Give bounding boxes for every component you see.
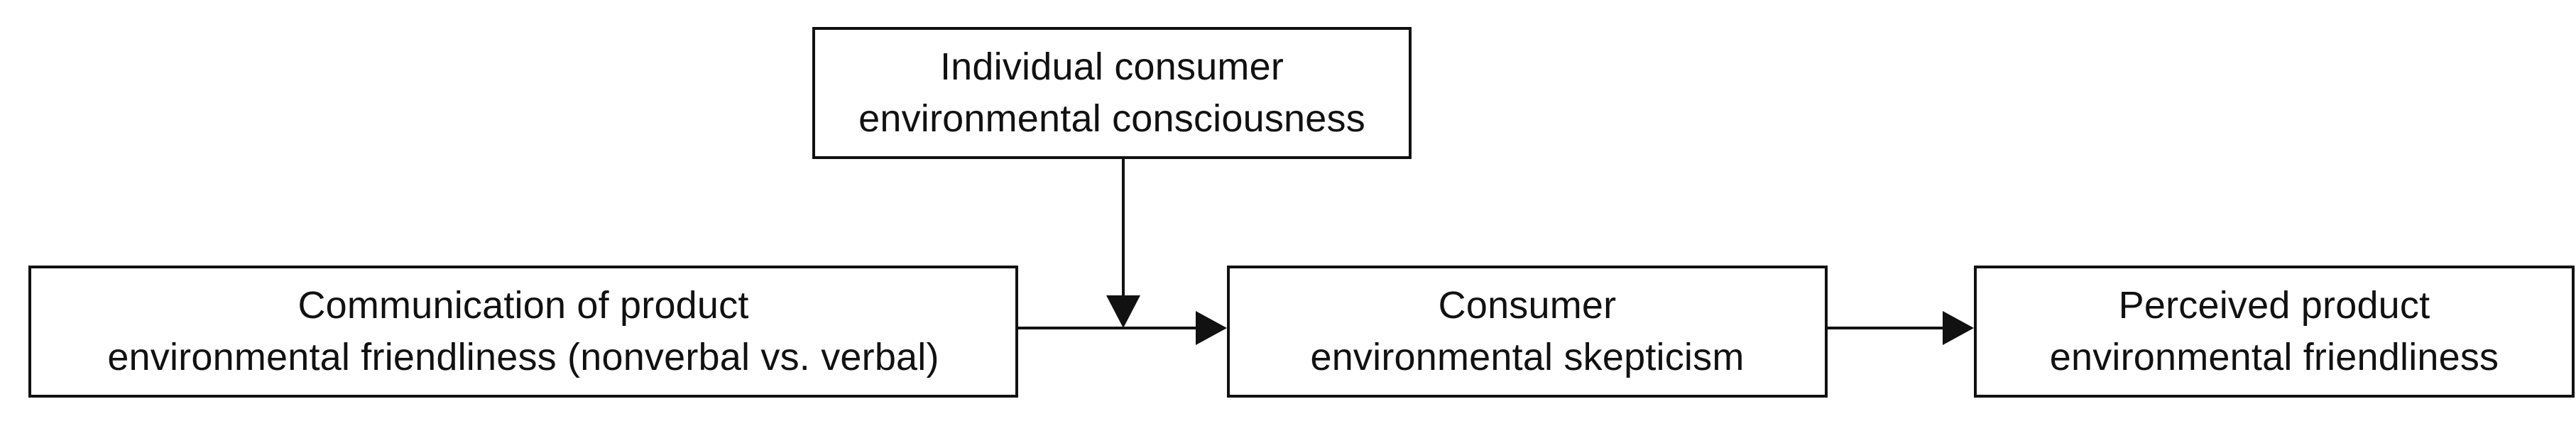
moderator-label-line-2: environmental consciousness <box>858 97 1365 140</box>
skepticism-label-line-1: Consumer <box>1438 284 1617 327</box>
skepticism-box: Consumer environmental skepticism <box>1227 266 1828 398</box>
skepticism-label-line-2: environmental skepticism <box>1310 336 1745 378</box>
communication-to-skepticism-arrowhead <box>1196 311 1227 345</box>
moderator-label-line-1: Individual consumer <box>939 45 1284 89</box>
communication-label-line-1: Communication of product <box>298 284 749 327</box>
skepticism-to-perceived-arrowhead <box>1943 311 1974 345</box>
moderation-arrowhead <box>1106 295 1140 328</box>
perceived-label-line-1: Perceived product <box>2118 284 2430 327</box>
moderator-box: Individual consumer environmental consci… <box>812 27 1412 159</box>
perceived-friendliness-box: Perceived product environmental friendli… <box>1974 266 2575 398</box>
communication-box: Communication of product environmental f… <box>28 266 1018 398</box>
perceived-label-line-2: environmental friendliness <box>2049 336 2499 378</box>
communication-label-line-2: environmental friendliness (nonverbal vs… <box>107 336 939 378</box>
